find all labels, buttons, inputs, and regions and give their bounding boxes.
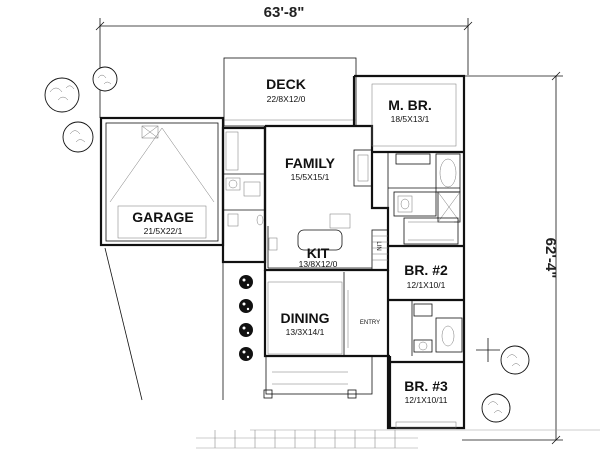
room-name-kitchen: KIT [307, 245, 330, 261]
room-name-master-bedroom: M. BR. [388, 97, 432, 113]
room-name-deck: DECK [266, 76, 306, 92]
dining-room-interior [267, 272, 349, 356]
room-name-garage: GARAGE [132, 209, 193, 225]
room-size-family: 15/5X15/1 [291, 172, 330, 182]
room-size-garage: 21/5X22/1 [144, 226, 183, 236]
master-bath [388, 153, 461, 223]
bedroom-2-interior [388, 298, 464, 356]
utility-wing [221, 126, 267, 264]
shrub-row [239, 275, 253, 361]
room-size-kitchen: 13/8X12/0 [299, 259, 338, 269]
room-name-bedroom-3: BR. #3 [404, 378, 448, 394]
tree-cluster-left [44, 66, 118, 153]
width-dimension-label: 63'-8" [264, 4, 305, 21]
front-porch [263, 355, 373, 399]
room-name-family: FAMILY [285, 155, 336, 171]
room-size-dining: 13/3X14/1 [286, 327, 325, 337]
entry-label: ENTRY [360, 320, 380, 326]
stair [371, 229, 389, 271]
room-size-bedroom-2: 12/1X10/1 [407, 280, 446, 290]
room-size-deck: 22/8X12/0 [267, 94, 306, 104]
walk-in-closet [388, 217, 464, 248]
depth-dimension-line [462, 71, 563, 445]
depth-dimension-label: 62'-4" [542, 238, 559, 279]
bedroom-3-interior [390, 360, 464, 429]
linen-label: LIN [375, 241, 381, 250]
driveway-lines [104, 247, 600, 449]
deck-area [223, 57, 357, 127]
room-name-dining: DINING [281, 310, 330, 326]
tree-cluster-right [476, 338, 530, 423]
width-dimension-line [95, 18, 473, 118]
fireplace [353, 149, 373, 187]
room-size-master-bedroom: 18/5X13/1 [391, 114, 430, 124]
master-bedroom-interior [371, 83, 464, 208]
kitchen-fixtures [267, 213, 372, 269]
house-exterior-walls [263, 74, 466, 430]
room-size-bedroom-3: 12/1X10/11 [405, 395, 448, 405]
room-name-bedroom-2: BR. #2 [404, 262, 448, 278]
